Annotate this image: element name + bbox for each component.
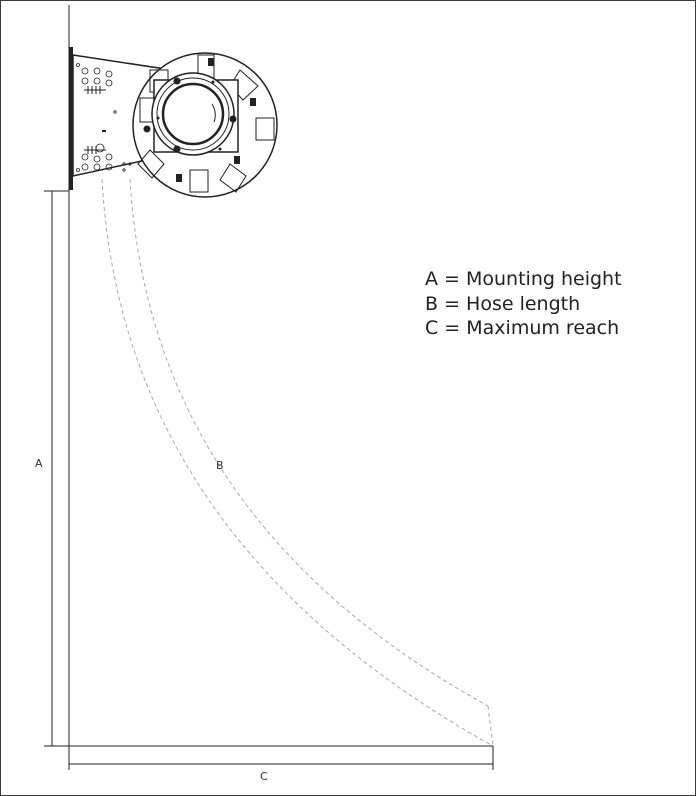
- hub-middle-ring: [156, 77, 230, 151]
- dimension-c: [69, 745, 494, 770]
- hose-end-line: [487, 705, 494, 747]
- legend-item-hose-length: B = Hose length: [425, 292, 581, 315]
- reel-sector-panels: [137, 54, 275, 193]
- hub-inner-ring: [161, 82, 225, 146]
- hose-outer-line: [101, 178, 494, 747]
- legend-item-mounting-height: A = Mounting height: [425, 268, 622, 290]
- dimension-b-label: B: [216, 459, 224, 472]
- hub-fasteners: [143, 77, 237, 153]
- bracket-holes: [76, 63, 132, 172]
- hose-inner-line: [129, 178, 489, 707]
- dimension-a-label: A: [35, 457, 43, 470]
- legend: A = Mounting height B = Hose length C = …: [425, 267, 622, 341]
- wall-mount-plate: [69, 47, 73, 190]
- bracket-slot: [102, 130, 106, 132]
- hub-outer-ring: [151, 72, 235, 156]
- rotation-arrow: [211, 103, 216, 123]
- legend-item-maximum-reach: C = Maximum reach: [425, 317, 620, 339]
- bracket-springs: [84, 86, 106, 154]
- dimension-a: [44, 190, 69, 747]
- reel-markings: [176, 58, 256, 182]
- dimension-c-label: C: [260, 770, 268, 783]
